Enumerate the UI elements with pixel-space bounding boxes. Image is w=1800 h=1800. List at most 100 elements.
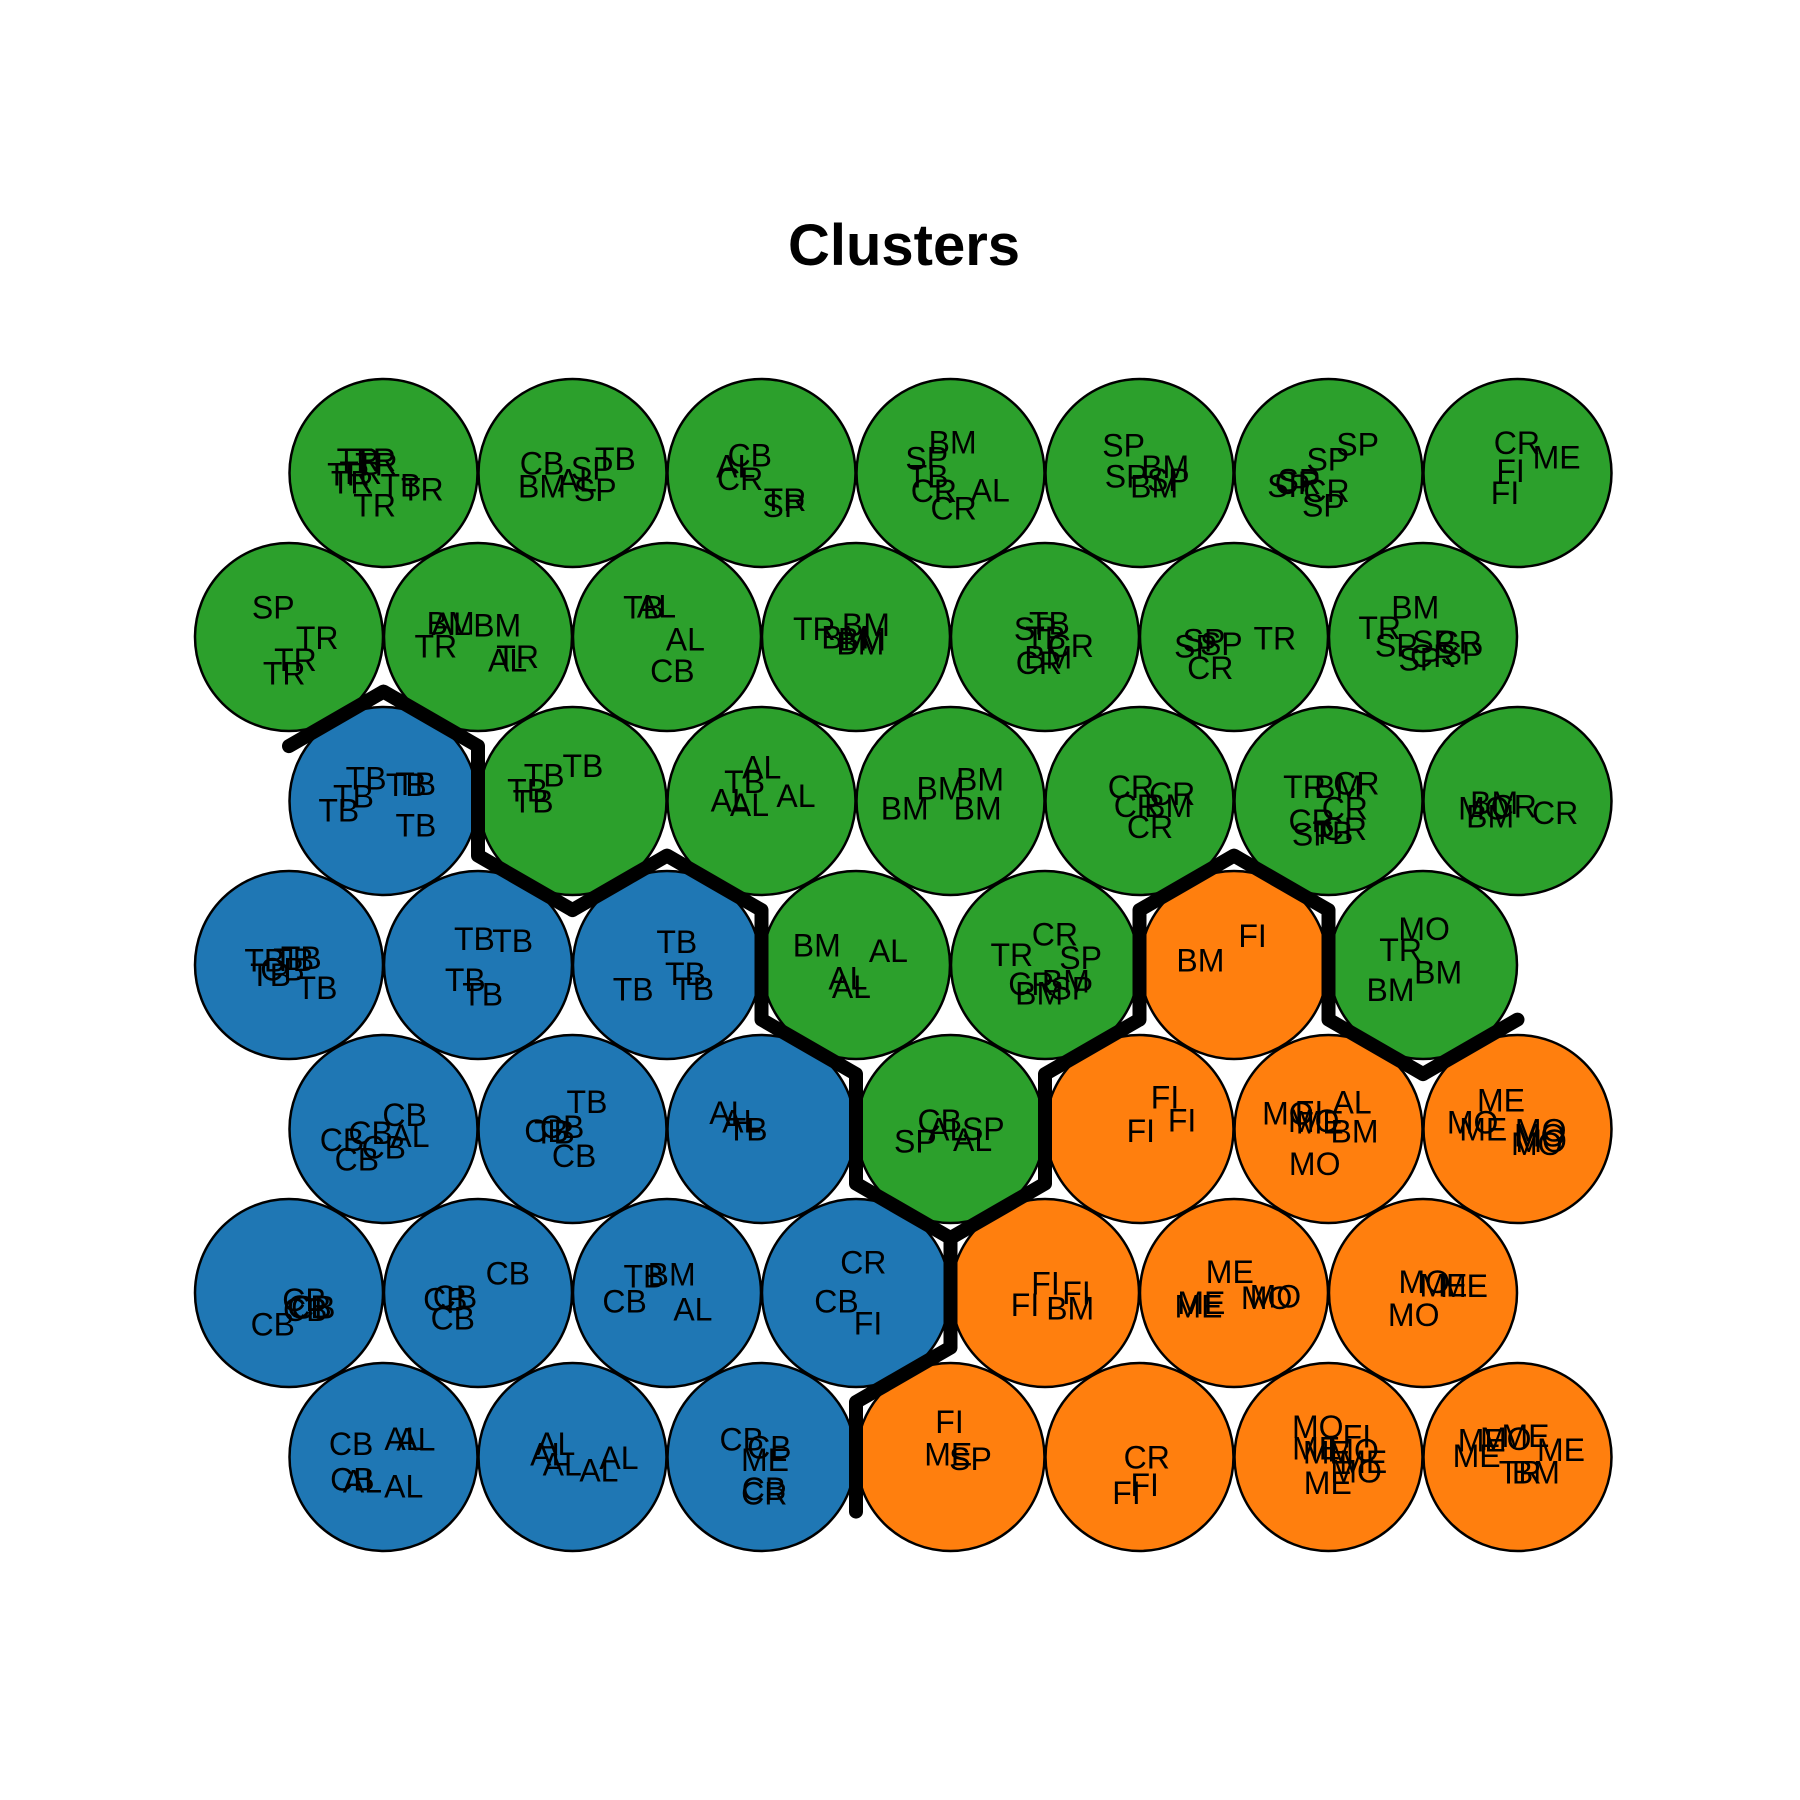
cell-label: TR xyxy=(1499,1455,1542,1491)
cell-label: CR xyxy=(930,490,976,526)
cell-label: BM xyxy=(929,425,977,461)
cell-label: CB xyxy=(423,1282,467,1318)
cell-label: TB xyxy=(386,767,427,803)
cell-label: SP xyxy=(1267,468,1310,504)
cell-label: TB xyxy=(1312,815,1353,851)
cell-label: SP xyxy=(1375,628,1418,664)
cell-label: ME xyxy=(1296,1105,1344,1141)
cell-label: SP xyxy=(1398,641,1441,677)
cell-label: BM xyxy=(1314,769,1362,805)
cell-r6-c2 xyxy=(382,1197,574,1389)
cell-label: TB xyxy=(507,773,548,809)
cell-label: MO xyxy=(1458,791,1510,827)
cell-label: SP xyxy=(1105,459,1148,495)
cell-label: TB xyxy=(513,784,554,820)
cell-label: CR xyxy=(911,473,957,509)
cell-label: AL xyxy=(396,1422,435,1458)
cell-label: FI xyxy=(1343,1418,1371,1454)
cell-label: BM xyxy=(1130,468,1178,504)
cell-label: MO xyxy=(1399,1264,1451,1300)
cell-label: ME xyxy=(1453,1438,1501,1474)
cell-label: TR xyxy=(764,482,807,518)
cell-label: AL xyxy=(530,1437,569,1473)
cell-label: BM xyxy=(1046,1290,1094,1326)
cell-label: AL xyxy=(673,1292,712,1328)
cell-label: CB xyxy=(552,1138,596,1174)
cell-label: TR xyxy=(353,488,396,524)
cell-label: SP xyxy=(1441,635,1484,671)
cell-label: AL xyxy=(536,1426,575,1462)
cell-label: CB xyxy=(602,1284,646,1320)
cell-label: MO xyxy=(1250,1279,1302,1315)
cell-label: CR xyxy=(1491,789,1537,825)
cell-label: CB xyxy=(650,653,694,689)
cell-label: CB xyxy=(742,1471,786,1507)
cell-label: TR xyxy=(1283,769,1326,805)
cell-r2-c7 xyxy=(1327,541,1519,733)
cell-label: BM xyxy=(473,607,521,643)
cell-label: CR xyxy=(1124,1440,1170,1476)
cell-label: CB xyxy=(524,1113,568,1149)
cell-label: TB xyxy=(273,942,314,978)
cell-label: TR xyxy=(401,472,444,508)
cell-label: FI xyxy=(1295,1094,1323,1130)
cell-label: MO xyxy=(1292,1409,1344,1445)
cell-label: BM xyxy=(836,625,884,661)
cell-label: CB xyxy=(320,1122,364,1158)
cell-label: MO xyxy=(1241,1280,1293,1316)
cell-label: SP xyxy=(1014,611,1057,647)
cell-label: ME xyxy=(1339,1444,1387,1480)
cluster-boundary-line xyxy=(282,684,1525,1519)
cell-label: CR xyxy=(1008,966,1054,1002)
cell-label: FI xyxy=(1031,1265,1059,1301)
cell-label: CR xyxy=(1127,809,1173,845)
cell-label: MO xyxy=(1388,1297,1440,1333)
cell-label: CB xyxy=(260,951,304,987)
cell-label: CB xyxy=(283,1292,327,1328)
cell-label: TB xyxy=(395,766,436,802)
cell-label: TB xyxy=(613,972,654,1008)
chart-title: Clusters xyxy=(788,213,1020,278)
cell-label: CR xyxy=(1032,916,1078,952)
cell-r5-c7 xyxy=(1422,1033,1613,1225)
cell-label: SP xyxy=(763,488,806,524)
cell-label: SP xyxy=(252,589,295,625)
cell-label: AL xyxy=(828,961,867,997)
cell-label: AL xyxy=(488,643,527,679)
cell-label: CB xyxy=(251,1306,295,1342)
cell-label: TB xyxy=(454,921,495,957)
cell-label: AL xyxy=(722,1104,761,1140)
cell-label: MO xyxy=(1511,1126,1563,1162)
cell-label: ME xyxy=(1477,1082,1525,1118)
cell-label: MO xyxy=(1330,1454,1382,1490)
cell-label: BM xyxy=(648,1256,696,1292)
cell-label: BM xyxy=(1331,1114,1379,1150)
cell-label: CR xyxy=(840,1244,886,1280)
cell-label: FI xyxy=(935,1404,963,1440)
cell-r6-c7 xyxy=(1327,1197,1519,1389)
cell-label: SP xyxy=(1059,940,1102,976)
cell-label: CR xyxy=(1149,776,1195,812)
cell-label: FI xyxy=(1112,1475,1140,1511)
cell-label: TB xyxy=(250,957,291,993)
cell-label: MO xyxy=(1480,1421,1532,1457)
cell-label: TB xyxy=(462,977,503,1013)
cell-label: ME xyxy=(1206,1254,1254,1290)
cell-label: CR xyxy=(1288,803,1334,839)
cell-label: TR xyxy=(414,629,457,665)
cell-label: SP xyxy=(1306,441,1349,477)
cell-label: BM xyxy=(1141,449,1189,485)
cell-label: TB xyxy=(445,962,486,998)
cell-label: SP xyxy=(1174,629,1217,665)
cell-label: TB xyxy=(380,467,421,503)
cell-label: FI xyxy=(1168,1102,1196,1138)
cell-label: TB xyxy=(1029,606,1070,642)
cell-label: TR xyxy=(296,620,339,656)
cell-label: MO xyxy=(1398,911,1450,947)
cell-label: SP xyxy=(905,441,948,477)
cell-label: AL xyxy=(716,449,755,485)
cell-label: TB xyxy=(562,748,603,784)
cell-label: AL xyxy=(384,1468,423,1504)
cell-label: ME xyxy=(1458,1423,1506,1459)
